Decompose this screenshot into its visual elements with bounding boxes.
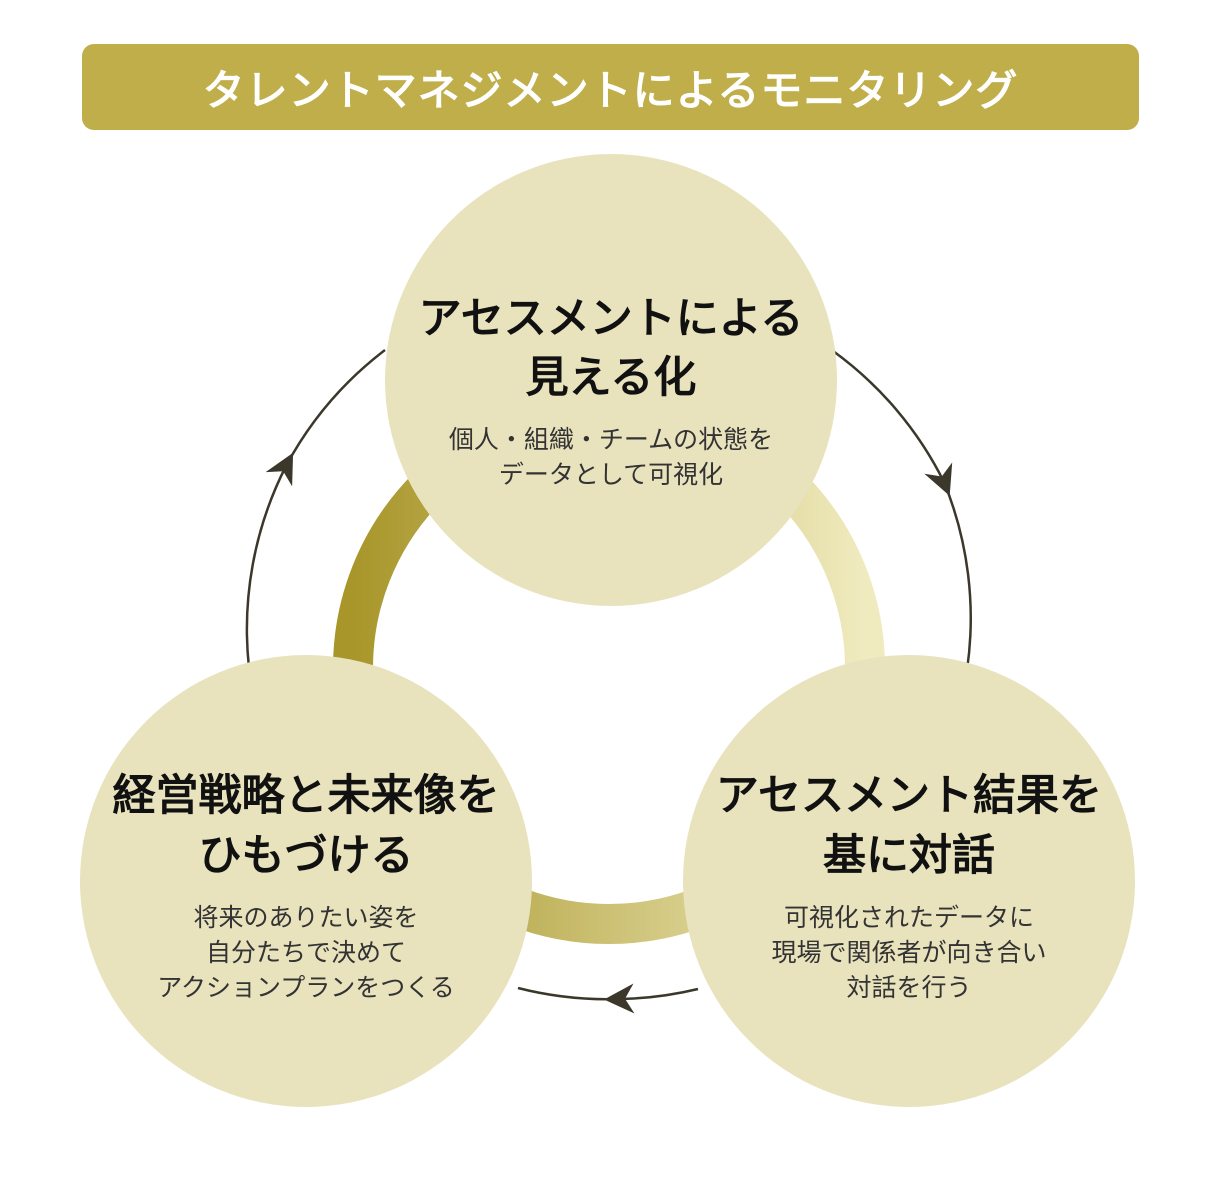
node-desc-line: アクションプランをつくる — [157, 972, 455, 1002]
cycle-arc-top-to-right-tail — [924, 462, 972, 671]
node-title-line: アセスメントによる — [418, 293, 804, 344]
node-title-line: アセスメント結果を — [715, 771, 1103, 822]
cycle-arc-right-to-left — [618, 987, 699, 1001]
node-desc-line: 将来のありたい姿を — [193, 902, 419, 932]
node-desc-line: 現場で関係者が向き合い — [771, 937, 1047, 967]
node-title-line: ひもづける — [198, 830, 414, 881]
cycle-arc-left-to-top — [245, 465, 288, 669]
node-desc-line: 個人・組織・チームの状態を — [448, 425, 774, 455]
node-desc-line: 自分たちで決めて — [205, 937, 406, 967]
node-description: 個人・組織・チームの状態を データとして可視化 — [449, 422, 773, 492]
node-title-line: 基に対話 — [822, 830, 995, 881]
cycle-arc-right-to-left-tail — [517, 983, 635, 1014]
cycle-arc-top-to-right — [832, 349, 946, 483]
node-title: 経営戦略と未来像を ひもづける — [113, 767, 500, 886]
node-description: 将来のありたい姿を 自分たちで決めて アクションプランをつくる — [157, 900, 455, 1005]
cycle-arc-left-to-top-tail — [265, 349, 386, 487]
title-banner: タレントマネジメントによるモニタリング — [82, 44, 1139, 130]
page-title: タレントマネジメントによるモニタリング — [202, 65, 1019, 115]
node-title: アセスメントによる 見える化 — [419, 290, 804, 409]
node-title: アセスメント結果を 基に対話 — [716, 767, 1102, 886]
node-title-line: 経営戦略と未来像を — [112, 771, 500, 822]
node-desc-line: 可視化されたデータに — [783, 902, 1034, 932]
node-strategy-link: 経営戦略と未来像を ひもづける 将来のありたい姿を 自分たちで決めて アクション… — [80, 655, 532, 1107]
node-desc-line: データとして可視化 — [498, 460, 724, 490]
node-title-line: 見える化 — [525, 353, 697, 403]
node-dialogue: アセスメント結果を 基に対話 可視化されたデータに 現場で関係者が向き合い 対話… — [683, 655, 1135, 1107]
node-assessment-visualization: アセスメントによる 見える化 個人・組織・チームの状態を データとして可視化 — [385, 154, 837, 606]
node-description: 可視化されたデータに 現場で関係者が向き合い 対話を行う — [771, 900, 1046, 1005]
node-desc-line: 対話を行う — [846, 972, 972, 1002]
